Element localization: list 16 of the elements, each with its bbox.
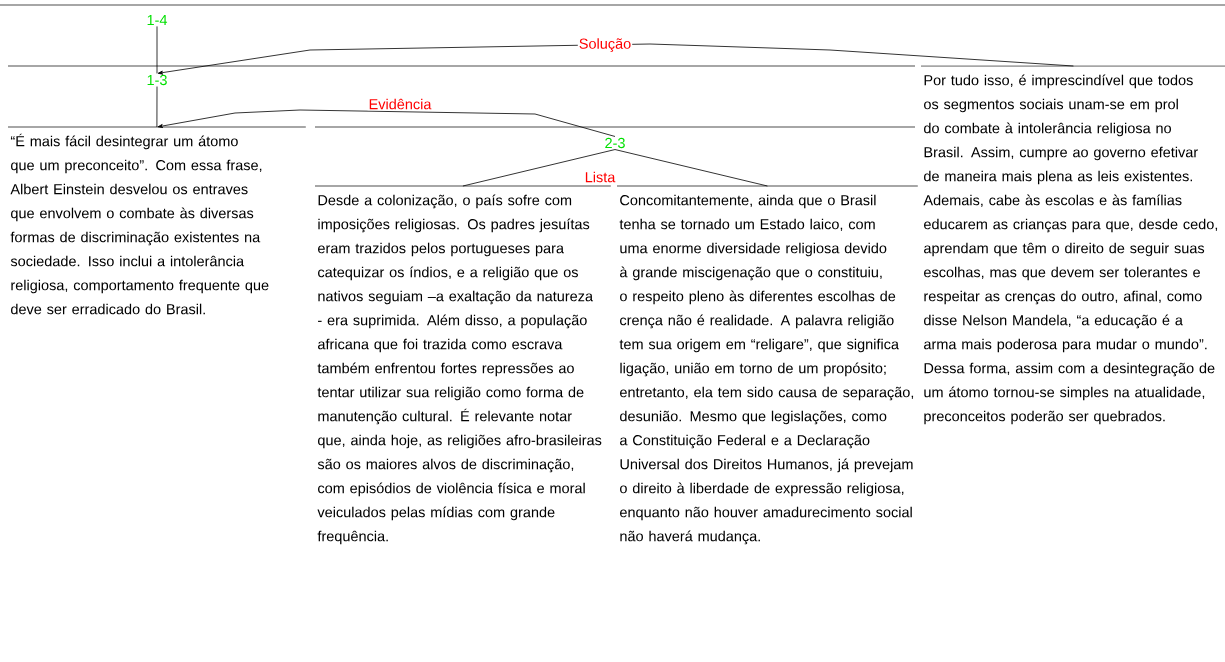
text-segment: Por tudo isso, é imprescindível que todos os segmentos sociais unam-se em prol do combate à intolerância religiosa no Brasil. Assim, cumpre ao governo efetivar de maneira mais plena as leis existentes. Ademais, cabe às escolas e às famílias educarem as crianças para que, desde cedo, aprendam que têm o direito de seguir suas escolhas, mas que devem ser tolerantes e respeitar as crenças do outro, afinal, como disse Nelson Mandela, “a educação é a arma mais poderosa para mudar o mundo”. Dessa forma, assim com a desintegração de um átomo tornou-se simples na atualidade, preconceitos poderão ser quebrados. (920, 65, 1225, 425)
relation-label: Evidência (367, 97, 433, 111)
relation-line (157, 109, 616, 137)
text-segment: Desde a colonização, o país sofre com imposições religiosas. Os padres jesuítas eram trazidos pelos portugueses para catequizar os índios, e a religião que os nativos seguiam –a exaltação da natureza - era suprimida. Além disso, a população africana que foi trazida como escrava também enfrentou fortes repressões ao tentar utilizar sua religião como forma de manutenção cultural. É relevante notar que, ainda hoje, as religiões afro-brasileiras são os maiores alvos de discriminação, com episódios de violência física e moral veiculados pelas mídias com grande frequência. (314, 185, 612, 545)
relation-line (614, 149, 768, 187)
text-segment: Concomitantemente, ainda que o Brasil tenha se tornado um Estado laico, com uma enorme diversidade religiosa devido à grande miscigenação que o constituiu, o respeito pleno às diferentes escolhas de crença não é realidade. A palavra religião tem sua origem em “religare”, que significa ligação, união em torno de um propósito; entretanto, ela tem sido causa de separação, desunião. Mesmo que legislações, como a Constituição Federal e a Declaração Universal dos Direitos Humanos, já prevejam o direito à liberdade de expressão religiosa, enquanto não houver amadurecimento social não haverá mudança. (616, 185, 919, 545)
relation-label: Solução (577, 37, 633, 53)
span-heading: 1-4 (0, 4, 1225, 25)
text-segment: “É mais fácil desintegrar um átomo que um preconceito”. Com essa frase, Albert Einstein desvelou os entraves que envolvem o combate às diversas formas de discriminação existentes na sociedade. Isso inclui a intolerância religiosa, comportamento frequente que deve ser erradicado do Brasil. (7, 126, 307, 315)
relation-line (462, 149, 616, 187)
relation-line (157, 43, 1074, 75)
relation-line (156, 26, 158, 74)
span-heading: 1-3 (7, 65, 916, 86)
relation-label: Lista (583, 170, 617, 184)
relation-line (156, 86, 158, 128)
span-heading: 2-3 (314, 126, 916, 149)
